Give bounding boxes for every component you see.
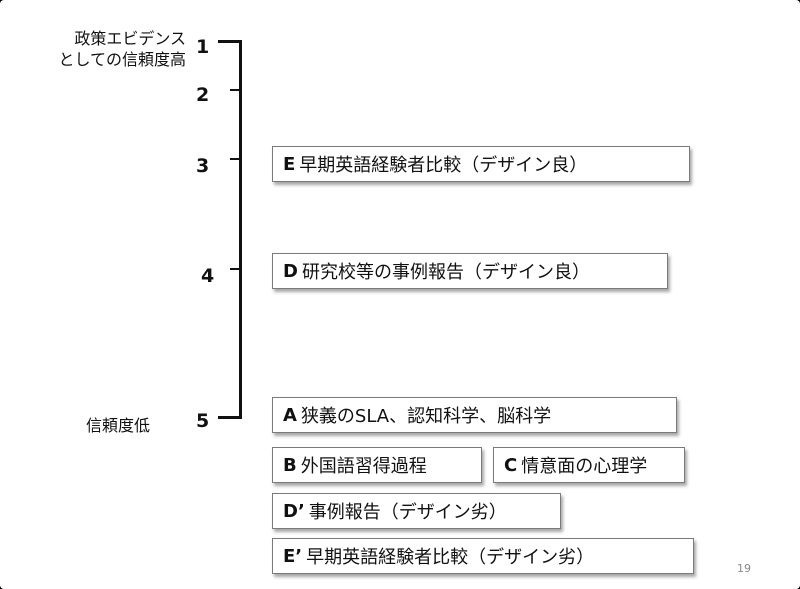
high-reliability-label: 政策エビデンス としての信頼度高 — [44, 28, 186, 70]
high-reliability-label-line1: 政策エビデンス — [74, 29, 186, 48]
scale-tick-2 — [230, 89, 240, 91]
scale-tick-1 — [218, 40, 242, 43]
box-e: E 早期英語経験者比較（デザイン良） — [272, 146, 690, 182]
scale-tick-5 — [218, 416, 242, 419]
box-d: D 研究校等の事例報告（デザイン良） — [272, 253, 668, 289]
scale-tick-4 — [230, 268, 240, 270]
box-b-text: 外国語習得過程 — [300, 456, 427, 477]
level-4: 4 — [201, 265, 215, 287]
level-2: 2 — [196, 84, 210, 106]
box-b-code: B — [283, 454, 297, 476]
box-b: B 外国語習得過程 — [272, 447, 482, 483]
page-number: 19 — [737, 562, 751, 575]
scale-tick-3 — [230, 158, 240, 160]
box-a-code: A — [283, 404, 297, 426]
level-1: 1 — [196, 36, 210, 58]
box-c-text: 情意面の心理学 — [521, 456, 648, 477]
box-e-prime-text: 早期英語経験者比較（デザイン劣） — [306, 547, 595, 568]
level-3: 3 — [196, 155, 210, 177]
box-e-code: E — [283, 153, 296, 175]
low-reliability-label: 信頼度低 — [86, 416, 151, 435]
box-d-prime-text: 事例報告（デザイン劣） — [308, 502, 507, 523]
scale-line — [239, 40, 242, 418]
box-c-code: C — [504, 454, 518, 476]
box-a: A 狭義のSLA、認知科学、脳科学 — [272, 397, 677, 433]
box-d-prime: D’ 事例報告（デザイン劣） — [272, 493, 561, 529]
box-e-prime-code: E’ — [283, 545, 303, 567]
box-e-prime: E’ 早期英語経験者比較（デザイン劣） — [272, 538, 694, 574]
box-d-code: D — [283, 260, 298, 282]
box-d-prime-code: D’ — [283, 500, 305, 522]
box-a-text: 狭義のSLA、認知科学、脳科学 — [300, 406, 552, 427]
high-reliability-label-line2: としての信頼度高 — [58, 50, 186, 69]
box-e-text: 早期英語経験者比較（デザイン良） — [299, 155, 588, 176]
level-5: 5 — [196, 410, 210, 432]
box-c: C 情意面の心理学 — [493, 447, 685, 483]
box-d-text: 研究校等の事例報告（デザイン良） — [301, 262, 590, 283]
